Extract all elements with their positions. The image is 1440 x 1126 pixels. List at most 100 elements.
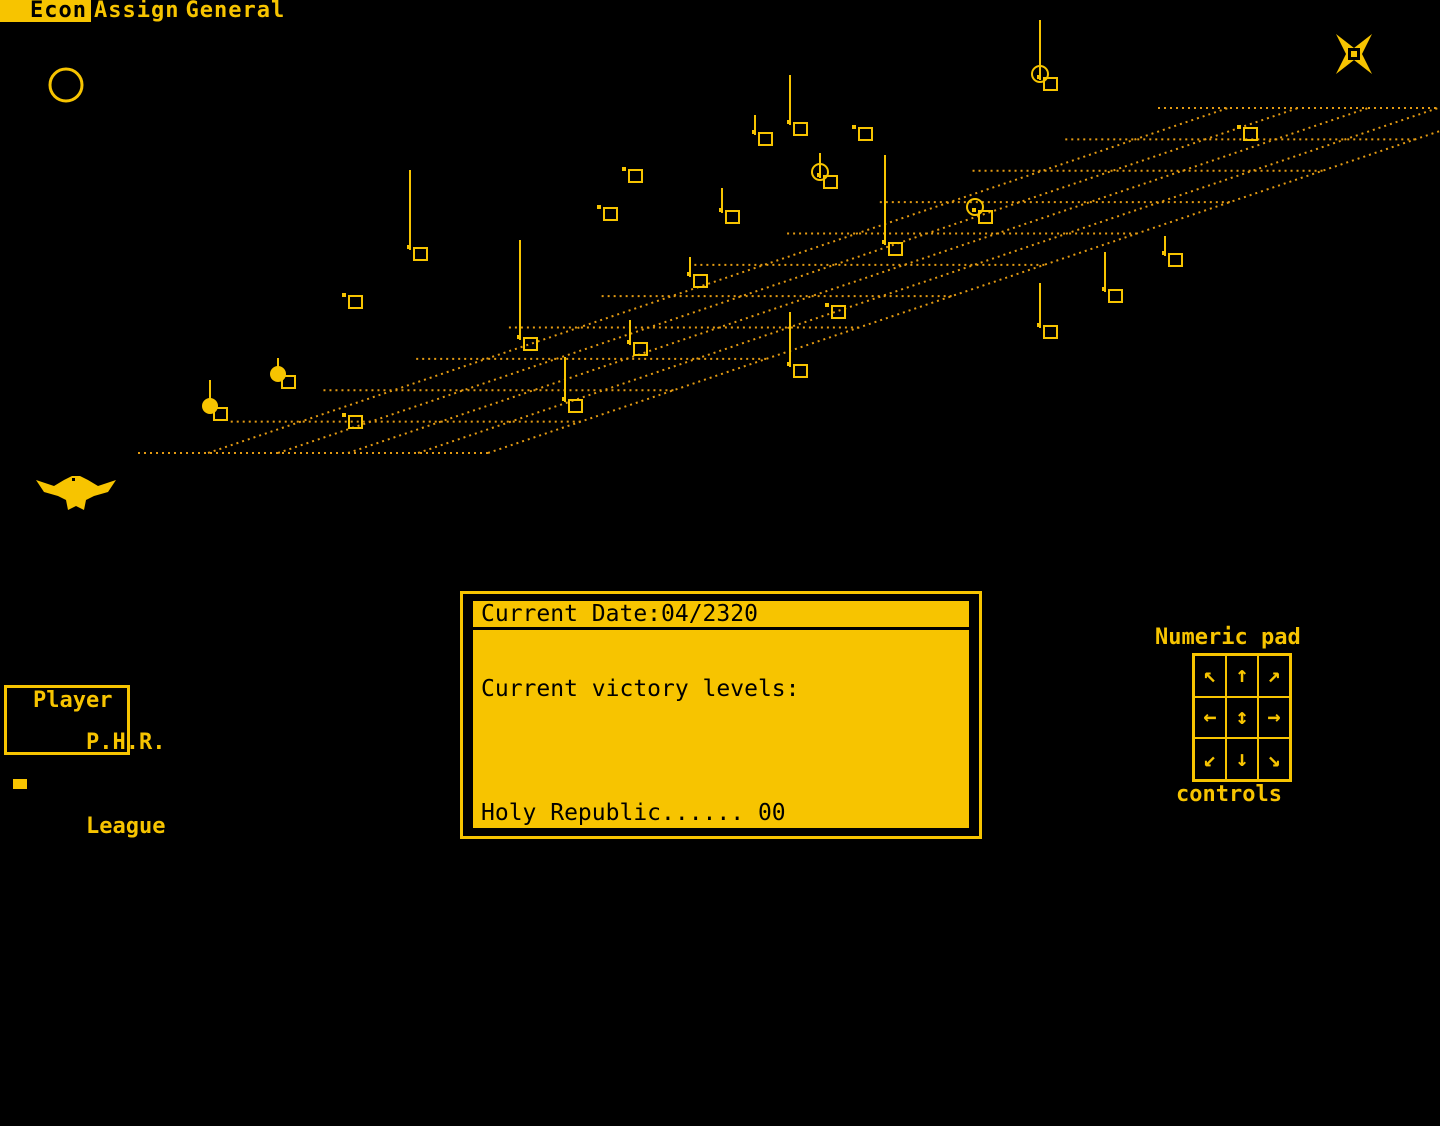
system-dot [787,120,791,124]
system-flag-icon [758,132,773,146]
system-dot [207,405,211,409]
system-dot [852,125,856,129]
system-dot [275,373,279,377]
system-dot [562,397,566,401]
star-system[interactable] [825,303,846,319]
system-dot [1037,323,1041,327]
planet-ring-icon [966,198,984,216]
system-flag-icon [823,175,838,189]
pad-up-left-arrow-icon[interactable]: ↖ [1194,655,1226,697]
system-flag-icon [1168,253,1183,267]
star-system[interactable] [811,153,838,189]
star-system[interactable] [787,312,808,378]
victory-heading: Current victory levels: [481,676,800,702]
menu-general[interactable]: General [185,0,286,23]
map-grid [138,107,1440,454]
star-system[interactable] [342,413,363,429]
system-dot [817,173,821,177]
victory-panel-body: Current victory levels: Holy Republic...… [473,630,969,1081]
system-flag-icon [281,375,296,389]
pad-up-down-arrow-icon[interactable]: ↕ [1226,696,1258,739]
pad-right-arrow-icon[interactable]: → [1258,696,1290,739]
planet-ring-icon [811,163,829,181]
pad-down-right-arrow-icon[interactable]: ↘ [1258,738,1290,780]
system-dot [752,130,756,134]
system-dot [882,240,886,244]
star-system[interactable] [407,170,428,261]
system-flag-icon [725,210,740,224]
system-flag-icon [348,295,363,309]
star-system[interactable] [597,205,618,221]
star-system[interactable] [966,198,993,224]
menu-assign[interactable]: Assign [93,0,180,23]
star-system[interactable] [1037,283,1058,339]
system-flag-icon [213,407,228,421]
star-system[interactable] [342,293,363,309]
system-flag-icon [1108,289,1123,303]
system-dot [972,208,976,212]
system-flag-icon [633,342,648,356]
star-systems [202,20,1258,429]
player-option-phr[interactable]: P.H.R. [11,711,165,774]
star-system[interactable] [882,155,903,256]
star-system[interactable] [1162,236,1183,267]
star-system[interactable] [270,358,296,389]
system-dot [342,413,346,417]
player-selector: Player P.H.R. League [4,685,165,838]
system-flag-icon [1043,325,1058,339]
system-flag-icon [793,364,808,378]
system-dot [1237,125,1241,129]
star-system[interactable] [627,320,648,356]
planet-ring-icon [1031,65,1049,83]
victory-line-republic: Holy Republic...... 00 [481,800,786,826]
system-flag-icon [568,399,583,413]
menu-econ[interactable]: Econ [0,0,91,22]
system-flag-icon [1243,127,1258,141]
pad-up-arrow-icon[interactable]: ↑ [1226,655,1258,697]
star-system[interactable] [852,125,873,141]
system-dot [719,208,723,212]
star-system[interactable] [562,357,583,413]
system-dot [787,362,791,366]
player-header: Player [33,688,113,713]
system-dot [622,167,626,171]
player-option-league[interactable]: League [11,774,165,858]
system-flag-icon [888,242,903,256]
grid-depth-line [347,107,1369,454]
system-flag-icon [628,169,643,183]
pad-up-right-arrow-icon[interactable]: ↗ [1258,655,1290,697]
system-flag-icon [978,210,993,224]
system-dot [407,245,411,249]
pad-down-left-arrow-icon[interactable]: ↙ [1194,738,1226,780]
star-system[interactable] [202,380,228,421]
star-system[interactable] [1237,125,1258,141]
system-flag-icon [1043,77,1058,91]
help-line: menu items or system data. [481,1056,842,1082]
star-system[interactable] [719,188,740,224]
grid-depth-line [487,129,1440,454]
star-system[interactable] [752,115,773,146]
pad-down-arrow-icon[interactable]: ↓ [1226,738,1258,780]
star-map [138,20,1440,454]
star-system[interactable] [1102,252,1123,303]
maltese-cross-icon [1336,34,1372,74]
star-system[interactable] [687,257,708,288]
numeric-pad-caption: controls [1176,782,1282,807]
pad-left-arrow-icon[interactable]: ← [1194,696,1226,739]
star-system[interactable] [1031,20,1058,91]
crescent-moon-icon [48,67,84,103]
system-dot [1037,75,1041,79]
victory-line-league: Corporate League... 00 [481,866,786,892]
system-dot [687,272,691,276]
star-system[interactable] [517,240,538,351]
system-flag-icon [693,274,708,288]
info-panel: Current Date:04/2320 Current victory lev… [460,591,982,1081]
system-flag-icon [603,207,618,221]
system-dot [627,340,631,344]
star-system[interactable] [787,75,808,136]
system-dot [517,335,521,339]
grid-depth-line [417,107,1439,454]
star-system[interactable] [622,167,643,183]
numeric-pad-title: Numeric pad [1155,625,1301,650]
system-flag-icon [413,247,428,261]
